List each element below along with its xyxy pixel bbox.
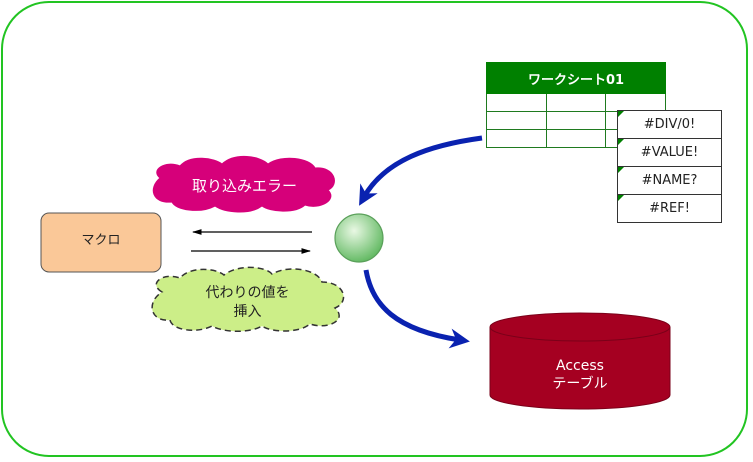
- outer-frame: [1, 1, 748, 457]
- table-label-line1: Access: [556, 358, 604, 374]
- error-value-cell: #NAME?: [617, 166, 722, 195]
- macro-label: マクロ: [81, 233, 121, 248]
- error-value-cell: #REF!: [617, 194, 722, 223]
- error-value-cell: #DIV/0!: [617, 110, 722, 139]
- worksheet-cell: [545, 111, 607, 130]
- error-value: #REF!: [649, 201, 690, 216]
- error-values-list: #DIV/0! #VALUE! #NAME? #REF!: [617, 110, 722, 223]
- error-value-cell: #VALUE!: [617, 138, 722, 167]
- table-cylinder-top: [489, 312, 671, 342]
- worksheet-cell: [486, 111, 547, 130]
- export-arrow: [363, 269, 470, 349]
- replace-cloud: [151, 266, 345, 332]
- worksheet-cell: [545, 93, 607, 112]
- macro-box: [40, 212, 162, 273]
- replace-cloud-label-line2: 挿入: [233, 304, 262, 320]
- error-value: #DIV/0!: [643, 117, 696, 132]
- worksheet-cell: [605, 93, 666, 112]
- table-label-line2: テーブル: [552, 376, 608, 392]
- import-arrow: [359, 135, 483, 206]
- error-value: #VALUE!: [640, 145, 699, 160]
- worksheet-row: [486, 93, 666, 112]
- table-cylinder-body: [489, 327, 671, 410]
- worksheet-cell: [486, 93, 547, 112]
- process-node: [334, 213, 384, 263]
- error-value: #NAME?: [641, 173, 698, 188]
- worksheet-cell: [486, 129, 547, 148]
- replace-cloud-label-line1: 代わりの値を: [205, 285, 290, 301]
- error-cloud: [152, 156, 335, 213]
- worksheet-title: ワークシート01: [486, 62, 666, 94]
- error-cloud-label: 取り込みエラー: [191, 177, 297, 195]
- worksheet-cell: [545, 129, 607, 148]
